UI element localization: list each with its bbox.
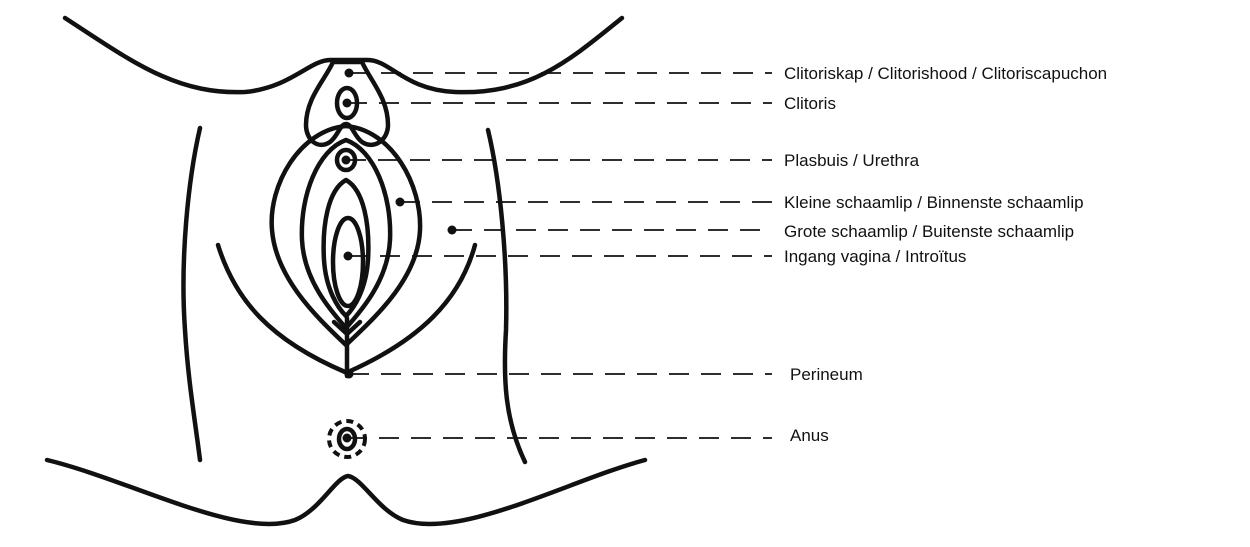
clitoral-hood-shape [303,59,391,148]
vaginal-opening-shape [330,215,366,309]
label-perineum: Perineum [790,365,863,384]
perineum-raphe [331,319,363,337]
label-clitoris: Clitoris [784,94,836,113]
label-vaginal-opening: Ingang vagina / Introïtus [784,247,966,266]
label-labia-minora: Kleine schaamlip / Binnenste schaamlip [784,193,1084,212]
left-thigh-line [181,125,203,463]
right-thigh-line [485,127,528,465]
label-urethra: Plasbuis / Urethra [784,151,920,170]
anus-shape-outer [327,419,367,459]
buttock-curve [44,457,648,527]
label-clitoral-hood: Clitoriskap / Clitorishood / Clitoriscap… [784,64,1107,83]
waist-curve [62,15,625,95]
anus-shape-inner [336,426,358,452]
left-inner-thigh [215,242,348,375]
right-inner-thigh [345,242,478,375]
label-labia-majora: Grote schaamlip / Buitenste schaamlip [784,222,1074,241]
leader-lines [341,68,772,443]
label-anus: Anus [790,426,829,445]
vulva-illustration [269,59,423,459]
labels: Clitoriskap / Clitorishood / Clitoriscap… [784,64,1107,445]
